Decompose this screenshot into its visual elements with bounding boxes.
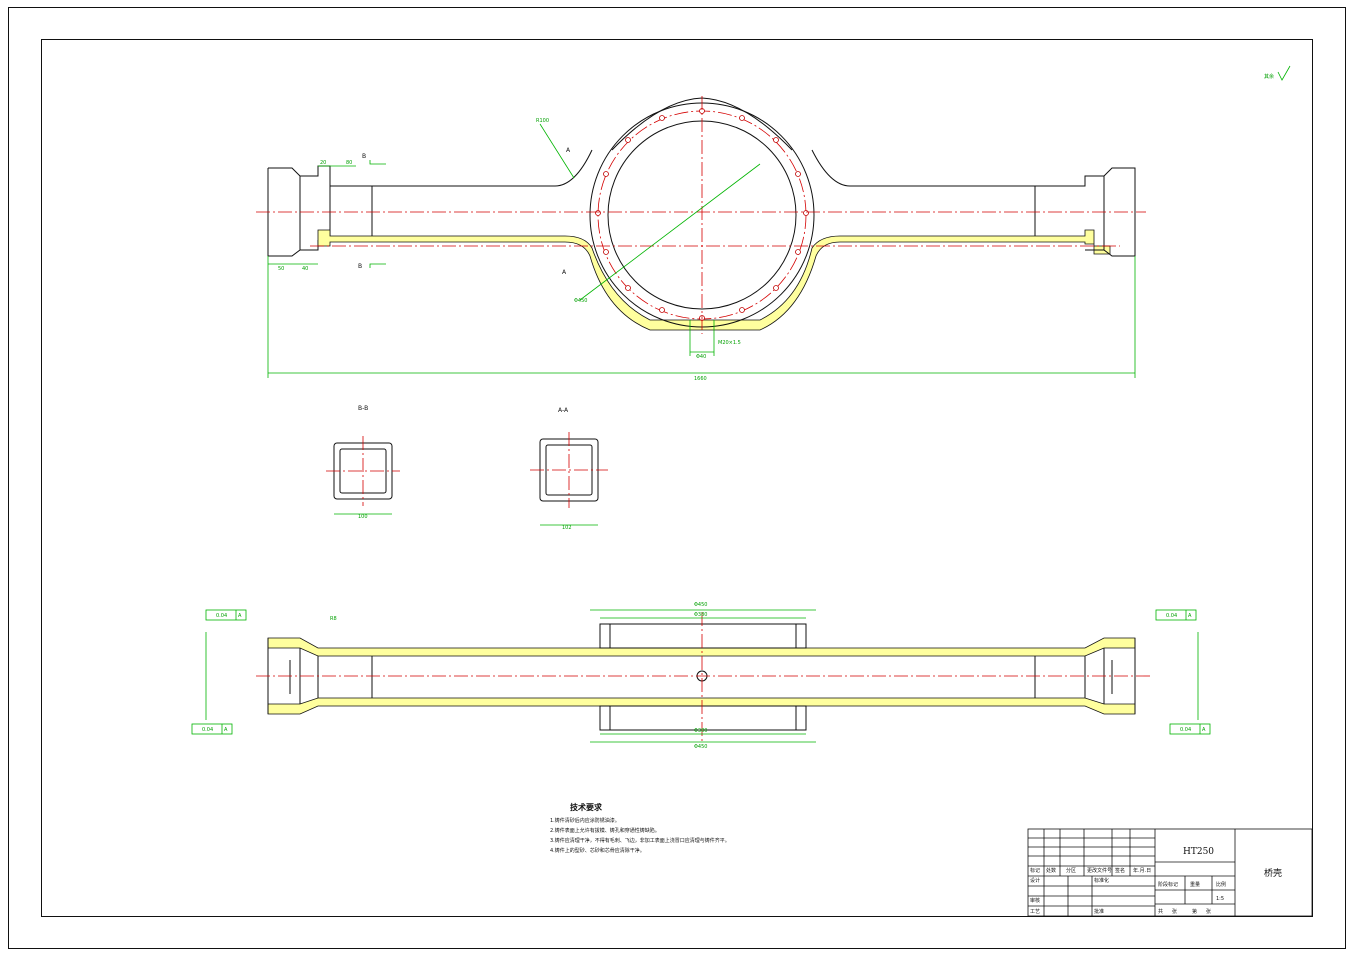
dim-overall-length: 1660 bbox=[694, 376, 707, 382]
dim-aa-width: 102 bbox=[562, 525, 572, 531]
tech-requirement-2: 2.铸件表面上允许有拔模、铸孔和穿通性铸缺陷。 bbox=[550, 827, 660, 834]
dim-flange-diameter: Φ450 bbox=[574, 298, 587, 304]
svg-text:A: A bbox=[238, 613, 242, 619]
svg-text:A: A bbox=[1188, 613, 1192, 619]
svg-text:张: 张 bbox=[1206, 908, 1211, 915]
tolerance-frame-1: 0.04 A bbox=[205, 609, 247, 621]
svg-text:工艺: 工艺 bbox=[1030, 909, 1040, 915]
svg-text:签名: 签名 bbox=[1115, 867, 1125, 874]
roughness-note: 其余 bbox=[1264, 73, 1274, 80]
title-scale: 1:5 bbox=[1216, 896, 1224, 902]
dim-bottom-d: Φ450 bbox=[694, 744, 707, 750]
dim-bottom-c: Φ380 bbox=[694, 728, 707, 734]
section-bb-view: B-B 100 bbox=[326, 405, 400, 520]
svg-text:分区: 分区 bbox=[1066, 867, 1076, 874]
tech-requirements: 技术要求 1.铸件清砂后内应涂防锈油漆。 2.铸件表面上允许有拔模、铸孔和穿通性… bbox=[550, 802, 730, 854]
svg-text:处数: 处数 bbox=[1046, 867, 1056, 874]
tech-requirement-3: 3.铸件应清理干净，不得有毛刺、飞边，非加工表面上浇冒口应清理与铸件齐平。 bbox=[550, 837, 730, 844]
top-view: Φ450 R100 B B A A 20 80 50 40 Φ40 M20×1.… bbox=[256, 96, 1146, 382]
svg-text:审核: 审核 bbox=[1030, 897, 1040, 904]
tolerance-frame-2: 0.04 A bbox=[191, 723, 233, 735]
title-material: HT250 bbox=[1183, 847, 1214, 857]
svg-text:标记: 标记 bbox=[1030, 867, 1040, 874]
tech-requirement-1: 1.铸件清砂后内应涂防锈油漆。 bbox=[550, 817, 620, 824]
svg-text:更改文件号: 更改文件号 bbox=[1087, 867, 1112, 874]
section-aa-view: A-A 102 bbox=[530, 407, 608, 531]
dim-bb-width: 100 bbox=[358, 514, 368, 520]
svg-text:0.04: 0.04 bbox=[216, 613, 227, 619]
svg-text:阶段标记: 阶段标记 bbox=[1158, 881, 1178, 888]
svg-text:标准化: 标准化 bbox=[1094, 877, 1109, 884]
dim-top-left-a: 20 bbox=[320, 160, 326, 166]
section-marker-a-bottom: A bbox=[562, 269, 567, 276]
section-marker-b-top: B bbox=[362, 153, 366, 160]
svg-text:A: A bbox=[224, 727, 228, 733]
dim-bolt-thread: M20×1.5 bbox=[718, 340, 741, 346]
svg-text:年.月.日: 年.月.日 bbox=[1133, 867, 1151, 874]
svg-text:0.04: 0.04 bbox=[1166, 613, 1177, 619]
dim-bottom-b: Φ380 bbox=[694, 612, 707, 618]
dim-top-left-b: 80 bbox=[346, 160, 352, 166]
svg-text:批准: 批准 bbox=[1094, 908, 1104, 915]
roughness-symbol: 其余 bbox=[1264, 65, 1291, 81]
tech-requirement-4: 4.铸件上的型砂、芯砂和芯骨应清除干净。 bbox=[550, 847, 645, 854]
svg-text:0.04: 0.04 bbox=[202, 727, 213, 733]
tolerance-frame-3: 0.04 A bbox=[1155, 609, 1197, 621]
title-part-name: 桥壳 bbox=[1264, 867, 1282, 879]
section-bb-label: B-B bbox=[358, 405, 368, 412]
section-marker-b-bottom: B bbox=[358, 263, 362, 270]
section-marker-a-top: A bbox=[566, 147, 571, 154]
tech-requirements-heading: 技术要求 bbox=[570, 802, 603, 812]
inner-border bbox=[41, 39, 1313, 917]
svg-text:张: 张 bbox=[1172, 908, 1177, 915]
svg-text:第: 第 bbox=[1192, 908, 1197, 915]
tolerance-frame-4: 0.04 A bbox=[1169, 723, 1211, 735]
dim-arc-radius: R100 bbox=[536, 118, 549, 124]
svg-text:共: 共 bbox=[1158, 908, 1163, 915]
svg-text:0.04: 0.04 bbox=[1180, 727, 1191, 733]
svg-text:重量: 重量 bbox=[1190, 881, 1200, 888]
flange-bolt-holes bbox=[595, 108, 809, 321]
outer-border bbox=[8, 7, 1346, 949]
title-block: HT250 桥壳 标记 处数 分区 更改文件号 签名 年.月.日 设计 标准化 … bbox=[1027, 828, 1313, 917]
svg-text:设计: 设计 bbox=[1030, 877, 1040, 884]
bottom-view: Φ450 Φ380 Φ380 Φ450 R8 0.04 A 0.04 A 0.0… bbox=[191, 602, 1211, 750]
dim-bottom-a: Φ450 bbox=[694, 602, 707, 608]
dim-top-left-c: 50 bbox=[278, 266, 284, 272]
section-aa-label: A-A bbox=[558, 407, 569, 414]
dim-bottom-radius: R8 bbox=[330, 616, 337, 622]
svg-text:比例: 比例 bbox=[1216, 881, 1226, 888]
dim-bolt-pitch: Φ40 bbox=[696, 354, 706, 360]
dim-top-left-d: 40 bbox=[302, 266, 308, 272]
svg-text:A: A bbox=[1202, 727, 1206, 733]
